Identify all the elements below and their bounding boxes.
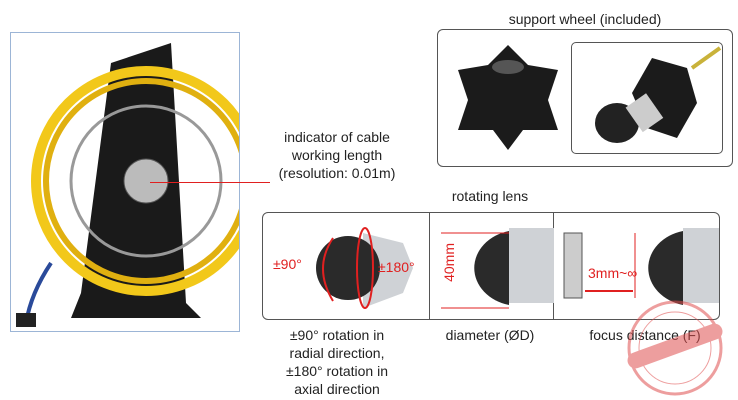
focus-range-label: 3mm~∞ [588, 265, 638, 281]
support-wheel-image [458, 45, 558, 150]
caption-line: axial direction [294, 381, 380, 397]
caption-line: radial direction, [289, 345, 385, 361]
reel-label: indicator of cable working length (resol… [262, 128, 412, 182]
diameter-caption: diameter (ØD) [445, 327, 535, 343]
protected-stamp [627, 300, 723, 396]
lens-images [316, 227, 719, 309]
rotating-lens-title: rotating lens [451, 188, 529, 204]
reel-label-line: indicator of cable [284, 129, 390, 145]
reel-label-line: working length [291, 147, 383, 163]
radial-rotation-label: ±90° [273, 256, 302, 272]
rotation-caption: ±90° rotation in radial direction, ±180°… [262, 326, 412, 398]
indicator-pointer [150, 182, 270, 183]
diameter-label: 40mm [441, 243, 457, 282]
support-wheel-panel [437, 29, 733, 167]
divider [429, 213, 430, 319]
axial-rotation-label: ±180° [378, 259, 415, 275]
caption-line: ±90° rotation in [289, 327, 385, 343]
caption-line: ±180° rotation in [285, 363, 388, 379]
wheel-mounted-image [571, 42, 723, 154]
reel-label-line: (resolution: 0.01m) [278, 165, 396, 181]
rotating-lens-panel: ±90° ±180° 40mm 3mm~∞ [262, 212, 720, 320]
support-wheel-title: support wheel (included) [508, 11, 662, 27]
